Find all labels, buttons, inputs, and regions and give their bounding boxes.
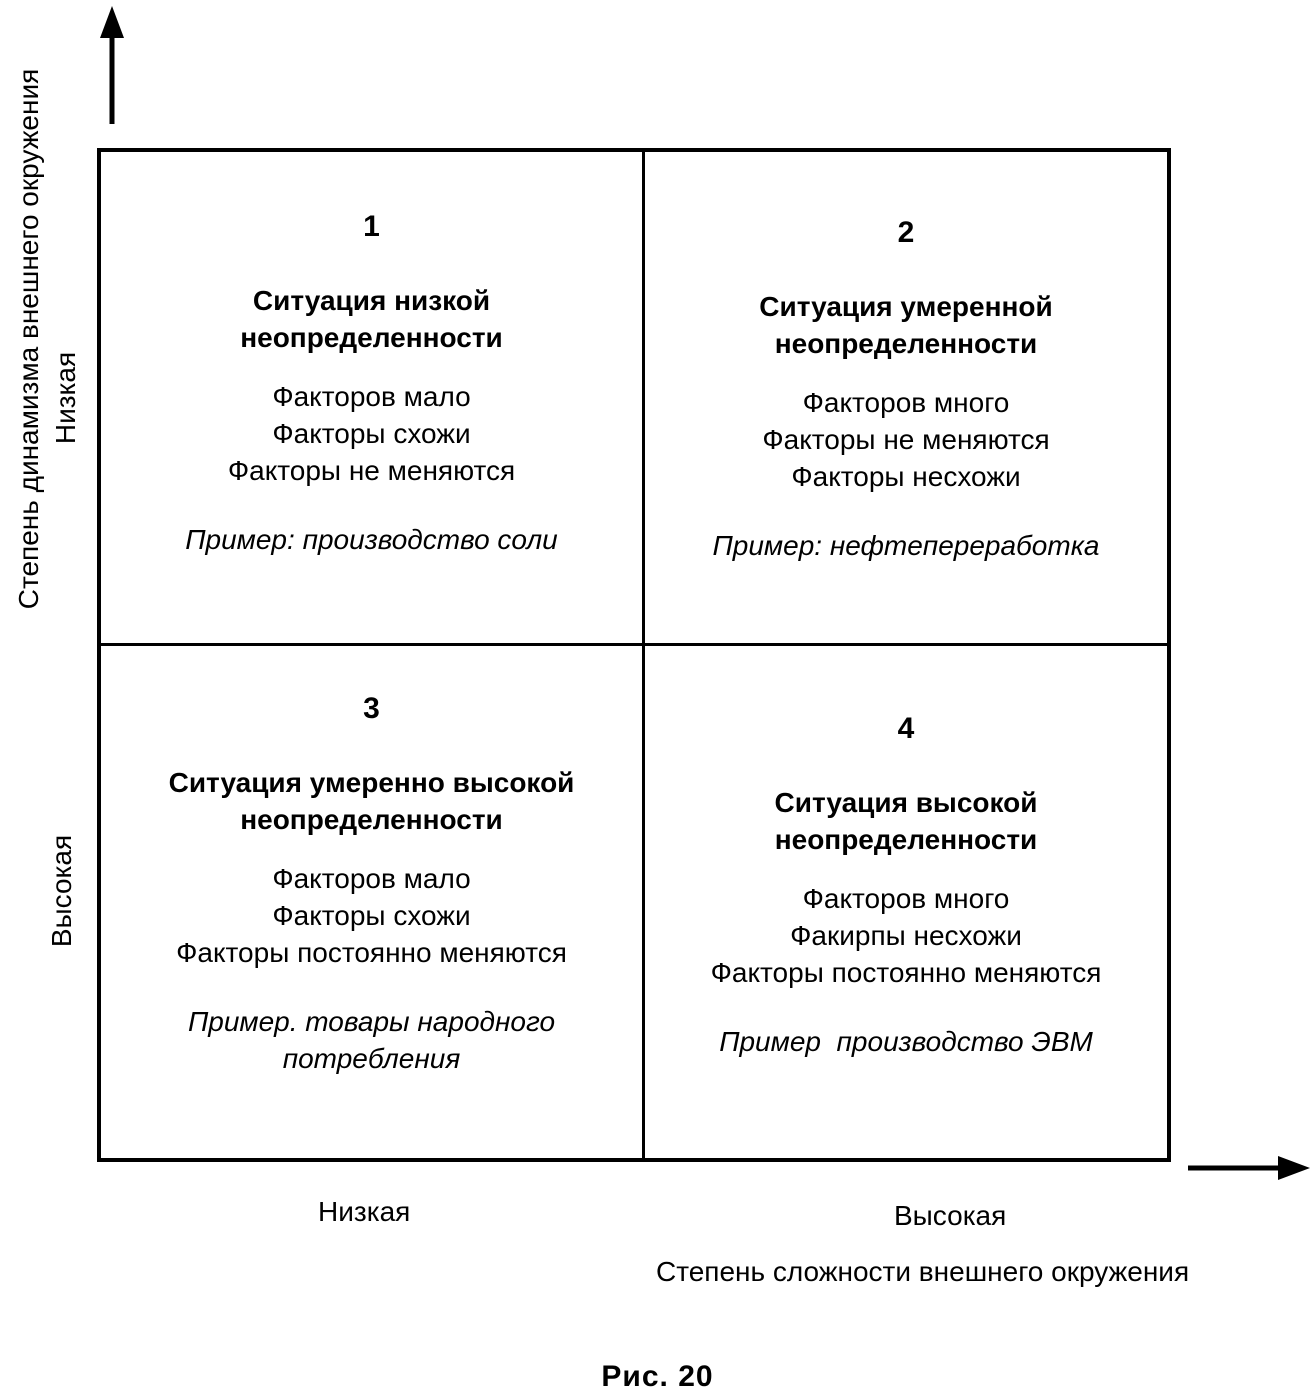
figure-caption: Рис. 20 [601, 1360, 714, 1393]
example-text: Пример. товары народного потребления [187, 1006, 556, 1074]
factor-list: Факторов много Факторы не меняются Факто… [762, 387, 1050, 492]
x-axis-low-label: Низкая [318, 1196, 411, 1227]
y-axis-low-label: Низкая [50, 351, 81, 445]
quadrant-2: 2 Ситуация умеренной неопределенности Фа… [645, 152, 1167, 646]
quadrant-number: 2 [897, 216, 915, 249]
quadrant-1: 1 Ситуация низкой неопределенности Факто… [101, 152, 645, 646]
x-axis-title: Степень сложности внешнего окружения [656, 1256, 1190, 1287]
quadrant-title: Ситуация умеренно высокой неопределеннос… [168, 767, 575, 835]
y-axis-high-label: Высокая [46, 834, 77, 948]
quadrant-title: Ситуация умеренной неопределенности [759, 291, 1053, 359]
y-axis-title: Степень динамизма внешнего окружения [13, 68, 44, 610]
quadrant-4: 4 Ситуация высокой неопределенности Факт… [645, 646, 1167, 1158]
uncertainty-matrix: 1 Ситуация низкой неопределенности Факто… [97, 148, 1171, 1162]
example-text: Пример: нефтепереработка [712, 530, 1100, 561]
factor-list: Факторов много Факирпы несхожи Факторы п… [710, 883, 1102, 988]
example-text: Пример: производство соли [185, 524, 558, 555]
quadrant-number: 4 [897, 712, 915, 745]
factor-list: Факторов мало Факторы схожи Факторы пост… [176, 863, 567, 968]
y-axis-arrow [100, 6, 124, 124]
quadrant-3: 3 Ситуация умеренно высокой неопределенн… [101, 646, 645, 1158]
example-text: Пример производство ЭВМ [719, 1026, 1093, 1057]
x-axis-arrow [1188, 1156, 1310, 1180]
quadrant-number: 1 [363, 210, 380, 243]
x-axis-high-label: Высокая [894, 1200, 1007, 1231]
quadrant-title: Ситуация низкой неопределенности [240, 285, 503, 353]
factor-list: Факторов мало Факторы схожи Факторы не м… [227, 381, 516, 486]
quadrant-number: 3 [363, 692, 380, 725]
quadrant-title: Ситуация высокой неопределенности [774, 787, 1038, 855]
